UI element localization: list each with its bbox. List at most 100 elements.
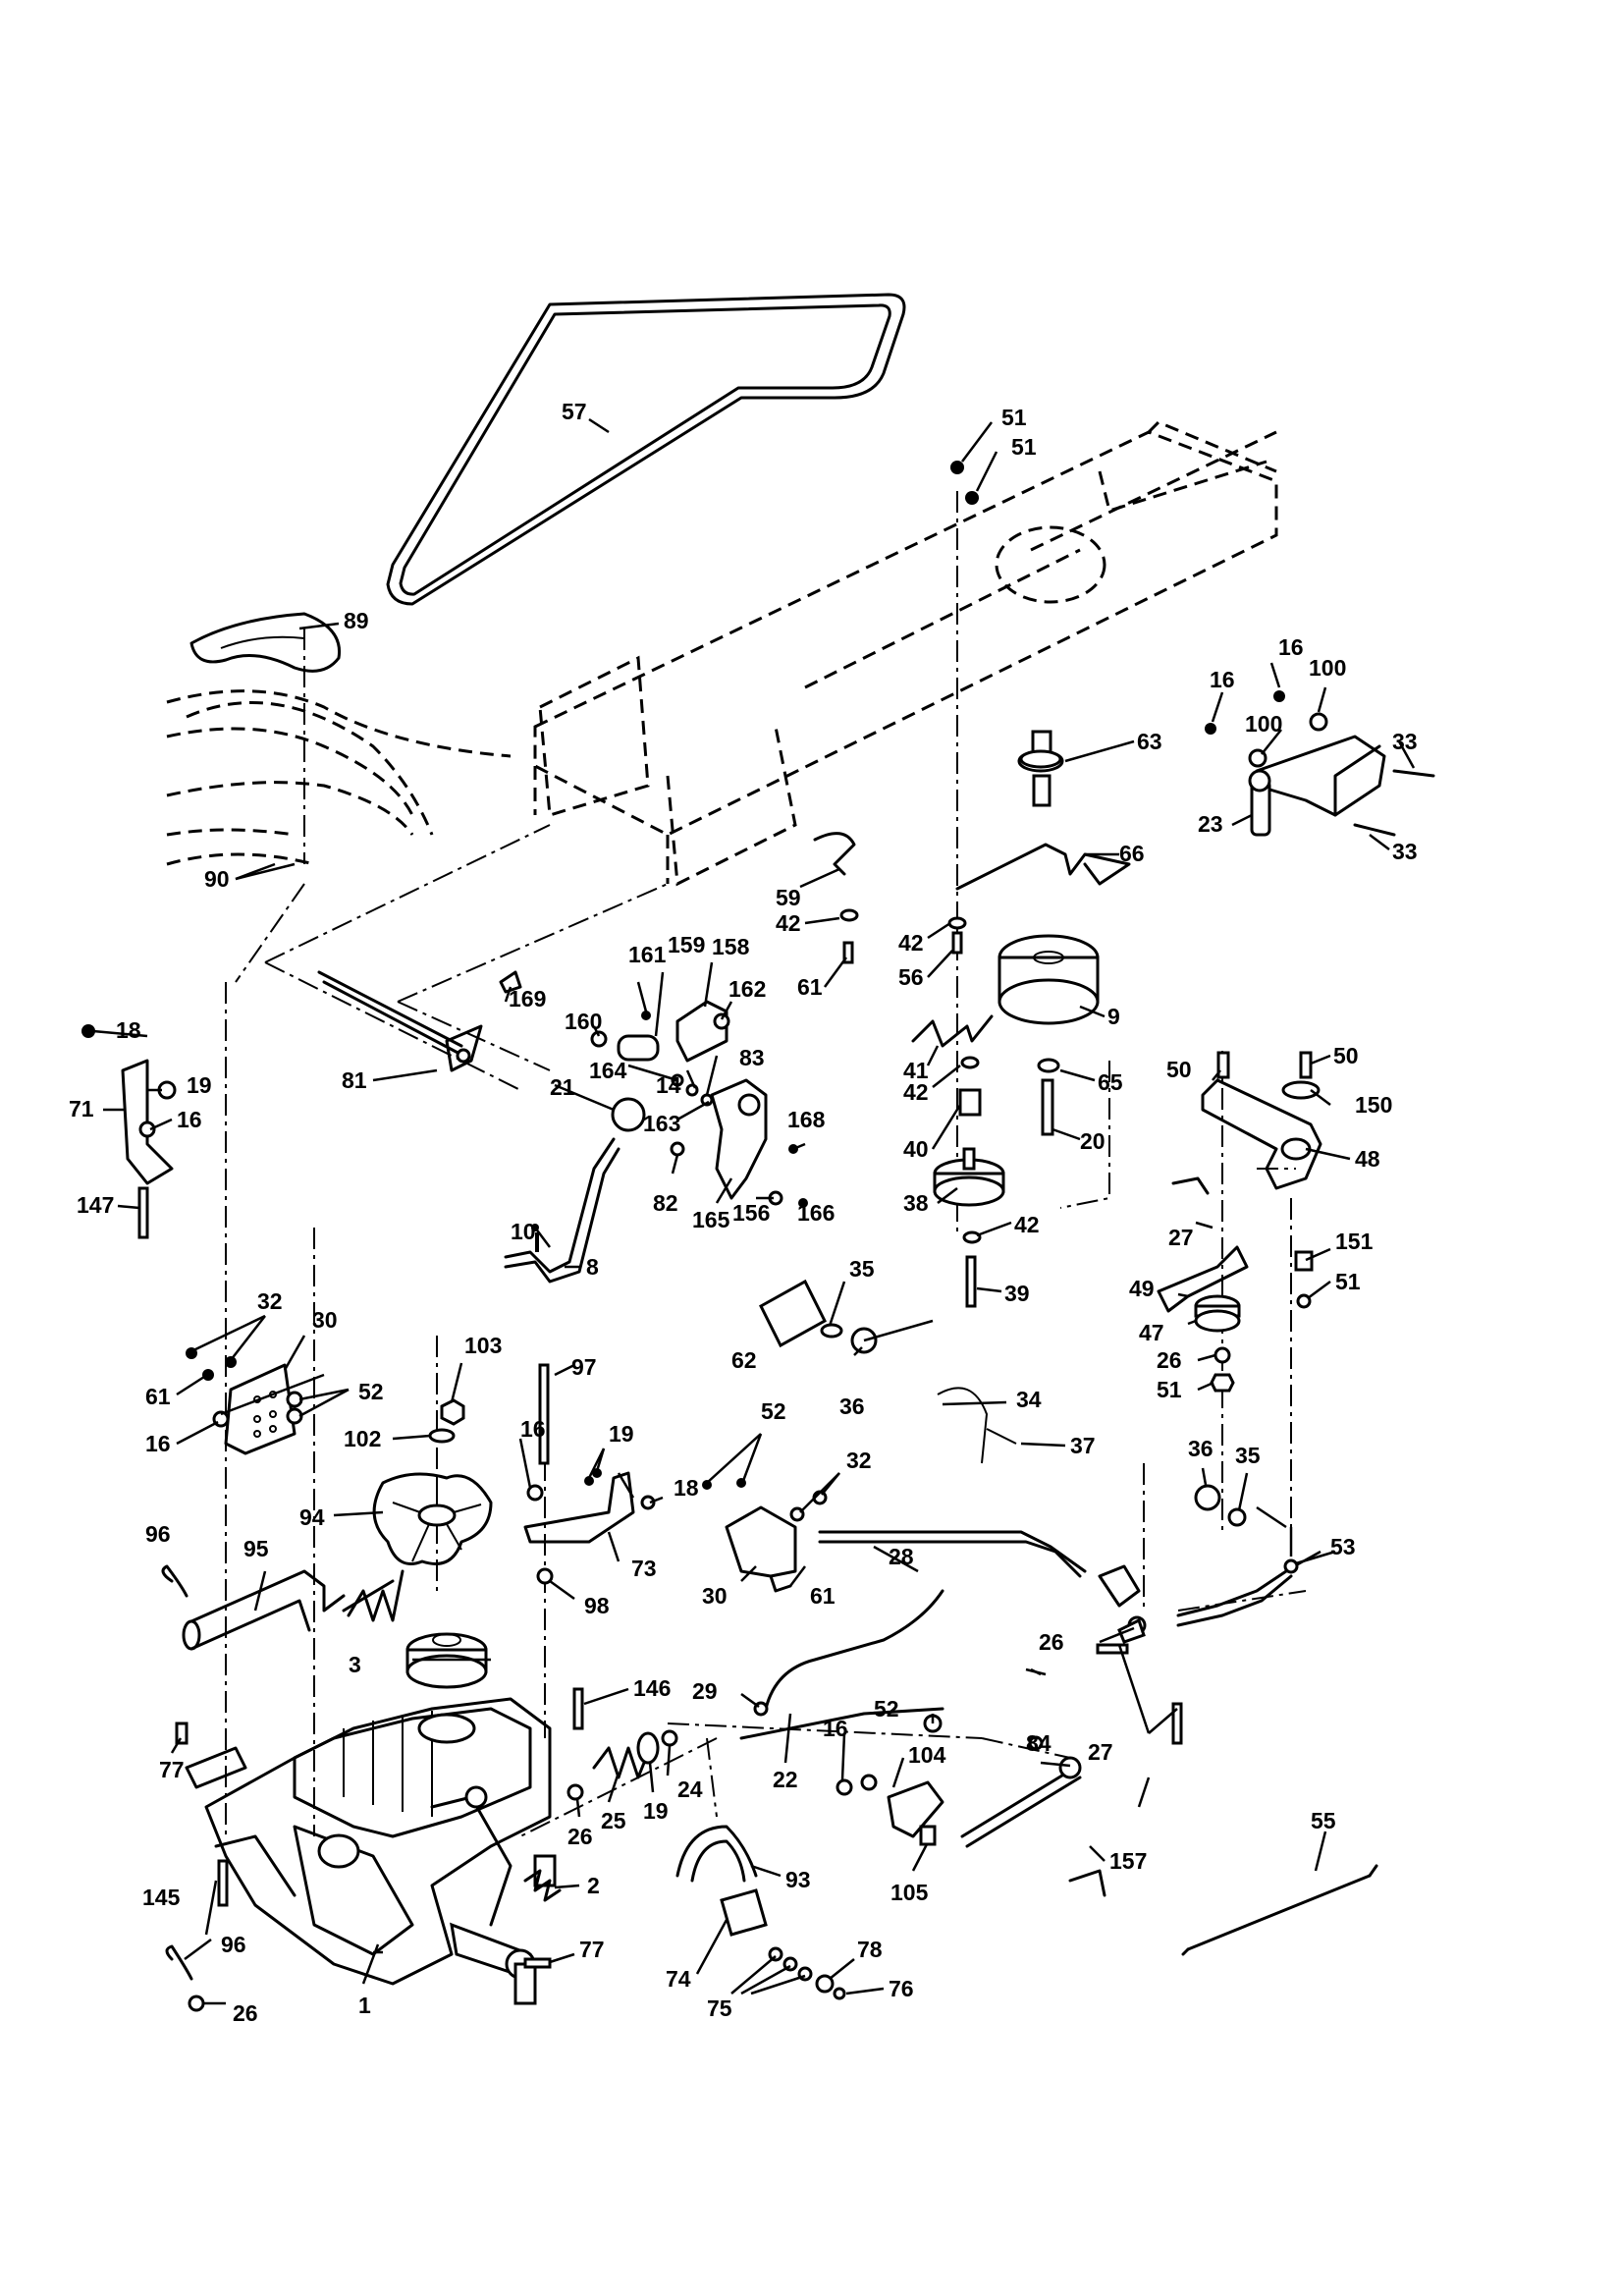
label-48: 48 — [1355, 1146, 1380, 1172]
label-77: 77 — [159, 1757, 185, 1782]
label-61: 61 — [797, 974, 823, 1000]
label-62: 62 — [731, 1347, 757, 1373]
label-164: 164 — [589, 1058, 627, 1083]
label-33: 33 — [1392, 839, 1418, 864]
rods-28-22 — [739, 1530, 1299, 1745]
label-165: 165 — [692, 1207, 730, 1232]
label-75: 75 — [707, 1995, 732, 2021]
label-159: 159 — [668, 932, 705, 957]
label-26: 26 — [567, 1824, 593, 1849]
label-32: 32 — [846, 1448, 872, 1473]
label-161: 161 — [628, 942, 667, 967]
label-36: 36 — [1188, 1436, 1214, 1461]
label-74: 74 — [666, 1966, 691, 1992]
label-90: 90 — [204, 866, 230, 892]
bracket-30-right — [702, 1478, 828, 1593]
label-8: 8 — [586, 1254, 599, 1280]
label-146: 146 — [633, 1675, 671, 1701]
bracket-73 — [523, 1363, 656, 1585]
label-30: 30 — [312, 1307, 338, 1333]
label-56: 56 — [898, 964, 924, 990]
label-36: 36 — [839, 1394, 865, 1419]
label-100: 100 — [1309, 655, 1346, 681]
label-14: 14 — [656, 1072, 681, 1098]
label-150: 150 — [1355, 1092, 1392, 1118]
label-1: 1 — [358, 1993, 371, 2018]
label-16: 16 — [177, 1107, 202, 1132]
label-21: 21 — [550, 1074, 575, 1100]
label-26: 26 — [1039, 1629, 1064, 1655]
label-97: 97 — [571, 1354, 597, 1380]
label-52: 52 — [874, 1696, 899, 1722]
label-34: 34 — [1016, 1387, 1042, 1412]
label-100: 100 — [1245, 711, 1282, 737]
guide-lines — [225, 491, 1307, 1837]
clutch-stack — [813, 461, 1131, 1308]
label-51: 51 — [1335, 1269, 1361, 1294]
label-98: 98 — [584, 1593, 610, 1618]
label-19: 19 — [187, 1072, 212, 1098]
label-59: 59 — [776, 885, 801, 910]
label-35: 35 — [849, 1256, 875, 1282]
label-53: 53 — [1330, 1534, 1356, 1559]
label-55: 55 — [1311, 1808, 1336, 1833]
rod-95 — [161, 1564, 404, 1651]
label-37: 37 — [1070, 1433, 1096, 1458]
label-16: 16 — [520, 1416, 546, 1442]
label-19: 19 — [643, 1798, 669, 1824]
label-103: 103 — [464, 1333, 502, 1358]
label-26: 26 — [233, 2000, 258, 2026]
leader-lines — [92, 417, 1416, 2005]
label-61: 61 — [810, 1583, 836, 1609]
label-26: 26 — [1157, 1347, 1182, 1373]
bracket-23 — [1205, 690, 1435, 837]
label-157: 157 — [1109, 1848, 1147, 1874]
label-33: 33 — [1392, 729, 1418, 754]
label-35: 35 — [1235, 1443, 1261, 1468]
label-105: 105 — [890, 1880, 929, 1905]
label-89: 89 — [344, 608, 369, 633]
label-158: 158 — [712, 934, 750, 959]
label-156: 156 — [732, 1200, 770, 1226]
label-166: 166 — [797, 1200, 835, 1226]
label-42: 42 — [903, 1079, 929, 1105]
label-25: 25 — [601, 1808, 626, 1833]
label-50: 50 — [1166, 1057, 1192, 1082]
label-30: 30 — [702, 1583, 728, 1609]
label-93: 93 — [785, 1867, 811, 1892]
label-42: 42 — [898, 930, 924, 956]
label-32: 32 — [257, 1288, 283, 1314]
label-147: 147 — [77, 1192, 114, 1218]
label-52: 52 — [358, 1379, 384, 1404]
rod-81 — [317, 970, 808, 1284]
label-81: 81 — [342, 1067, 367, 1093]
label-71: 71 — [69, 1096, 94, 1121]
label-145: 145 — [142, 1885, 181, 1910]
label-77: 77 — [579, 1937, 605, 1962]
label-42: 42 — [776, 910, 801, 936]
label-84: 84 — [1026, 1730, 1052, 1756]
label-16: 16 — [823, 1716, 848, 1741]
label-10: 10 — [511, 1219, 536, 1244]
label-102: 102 — [344, 1426, 381, 1451]
label-49: 49 — [1129, 1276, 1155, 1301]
label-3: 3 — [349, 1652, 361, 1677]
label-42: 42 — [1014, 1212, 1040, 1237]
label-95: 95 — [243, 1536, 269, 1561]
label-66: 66 — [1119, 841, 1145, 866]
label-78: 78 — [857, 1937, 883, 1962]
label-16: 16 — [1278, 634, 1304, 660]
idler-arm — [1157, 1051, 1322, 1393]
drive-belt — [386, 293, 906, 606]
label-65: 65 — [1098, 1069, 1123, 1095]
label-27: 27 — [1088, 1739, 1113, 1765]
label-168: 168 — [787, 1107, 826, 1132]
spring-55 — [1181, 1864, 1378, 1956]
label-41: 41 — [903, 1058, 929, 1083]
label-83: 83 — [739, 1045, 765, 1070]
label-94: 94 — [299, 1504, 325, 1530]
label-96: 96 — [145, 1521, 171, 1547]
label-52: 52 — [761, 1398, 786, 1424]
label-76: 76 — [889, 1976, 914, 2001]
